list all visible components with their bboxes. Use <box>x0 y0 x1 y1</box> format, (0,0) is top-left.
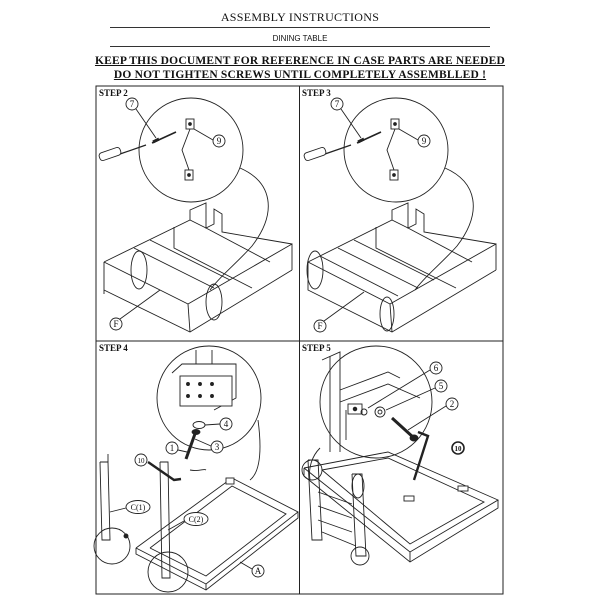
step3-detail-ring <box>379 296 395 332</box>
step5-callout-6 <box>429 361 443 375</box>
step4-callout-10-text: 10 <box>138 457 146 465</box>
step4-callout-A-text: A <box>255 566 262 576</box>
step4-callout-10 <box>134 453 148 467</box>
step5-callout-2-text: 2 <box>450 399 455 409</box>
step2-detail-ring-left <box>130 250 148 290</box>
step4-callout-C2-text: C(2) <box>189 515 204 524</box>
step3-screwdriver <box>303 144 352 162</box>
step3-callout-F-text: F <box>317 321 322 331</box>
step5-table <box>301 451 499 566</box>
step4-leg-ring-right <box>147 551 189 593</box>
step4-callout-C1-text: C(1) <box>131 503 146 512</box>
step5-leg-foot-ring <box>350 546 370 566</box>
step2-detail-ring <box>205 283 223 321</box>
step4-callout-C1 <box>125 500 151 514</box>
step5-callout-5-text: 5 <box>439 381 444 391</box>
step5-allen-key <box>412 430 465 481</box>
step2-callout-9-text: 9 <box>217 136 222 146</box>
step4-washer <box>192 421 206 429</box>
step2-leader-sweep <box>209 167 269 291</box>
step3-magnifier-circle <box>343 97 449 203</box>
step4-magnifier-circle <box>156 345 262 451</box>
step2-callout-7 <box>125 97 139 111</box>
step3-callout-7 <box>330 97 344 111</box>
step4-leg-ring-left <box>93 527 131 565</box>
step-3-illustration <box>303 97 497 333</box>
step5-leg-ring <box>301 459 323 481</box>
step5-callout-6-text: 6 <box>434 363 439 373</box>
step5-magnifier-circle <box>319 345 433 459</box>
step3-callout-9-text: 9 <box>422 136 427 146</box>
document-subtitle: DINING TABLE <box>272 34 328 43</box>
step4-bolt <box>184 430 198 460</box>
step-4-illustration <box>93 345 299 593</box>
step5-frame-corner <box>321 351 421 452</box>
warning-do-not-tighten: DO NOT TIGHTEN SCREWS UNTIL COMPLETELY A… <box>113 69 487 81</box>
step3-frame <box>307 202 497 333</box>
step4-allen-key <box>134 453 182 482</box>
step5-leader <box>309 447 321 481</box>
step2-frame <box>103 202 293 333</box>
step5-callout-10-text: 10 <box>455 445 463 453</box>
step4-callout-3 <box>210 440 224 454</box>
step5-callout-5 <box>434 379 448 393</box>
step5-spring-washer <box>360 408 368 416</box>
step2-callout-F <box>109 317 123 331</box>
step-2-illustration <box>98 97 293 333</box>
title-divider <box>110 27 490 28</box>
step-5-illustration <box>301 345 499 566</box>
step3-callout-9 <box>417 134 431 148</box>
step4-callout-4-text: 4 <box>224 419 229 429</box>
step5-callout-2 <box>445 397 459 411</box>
document-title: ASSEMBLY INSTRUCTIONS <box>220 10 380 24</box>
step5-leg-ring-right <box>351 473 365 499</box>
step-2-label: STEP 2 <box>99 88 128 98</box>
step4-callout-1 <box>165 441 179 455</box>
step4-callout-1-text: 1 <box>170 443 175 453</box>
step4-callout-3-text: 3 <box>215 442 220 452</box>
step4-legs <box>93 454 189 593</box>
step3-callout-F <box>313 319 327 333</box>
step3-callout-7-text: 7 <box>335 99 340 109</box>
subtitle-divider <box>110 46 490 47</box>
step2-callout-F-text: F <box>113 319 118 329</box>
step5-bolt <box>390 416 416 440</box>
step4-corner-plate <box>171 350 237 411</box>
step5-flat-washer <box>374 406 386 418</box>
step2-bracket-guide <box>181 128 191 171</box>
step2-callout-9 <box>212 134 226 148</box>
step-3-label: STEP 3 <box>302 88 331 98</box>
step4-callout-C2 <box>183 512 209 526</box>
step-4-label: STEP 4 <box>99 343 128 353</box>
step2-callout-7-text: 7 <box>130 99 135 109</box>
step3-leader-sweep <box>414 167 474 291</box>
step-5-label: STEP 5 <box>302 343 331 353</box>
step4-callout-A <box>251 564 265 578</box>
step4-leader-sweep <box>249 419 261 481</box>
warning-keep-document: KEEP THIS DOCUMENT FOR REFERENCE IN CASE… <box>94 55 506 67</box>
step2-magnifier-circle <box>138 97 244 203</box>
step5-callout-10 <box>451 441 465 455</box>
step2-screwdriver <box>98 144 147 162</box>
